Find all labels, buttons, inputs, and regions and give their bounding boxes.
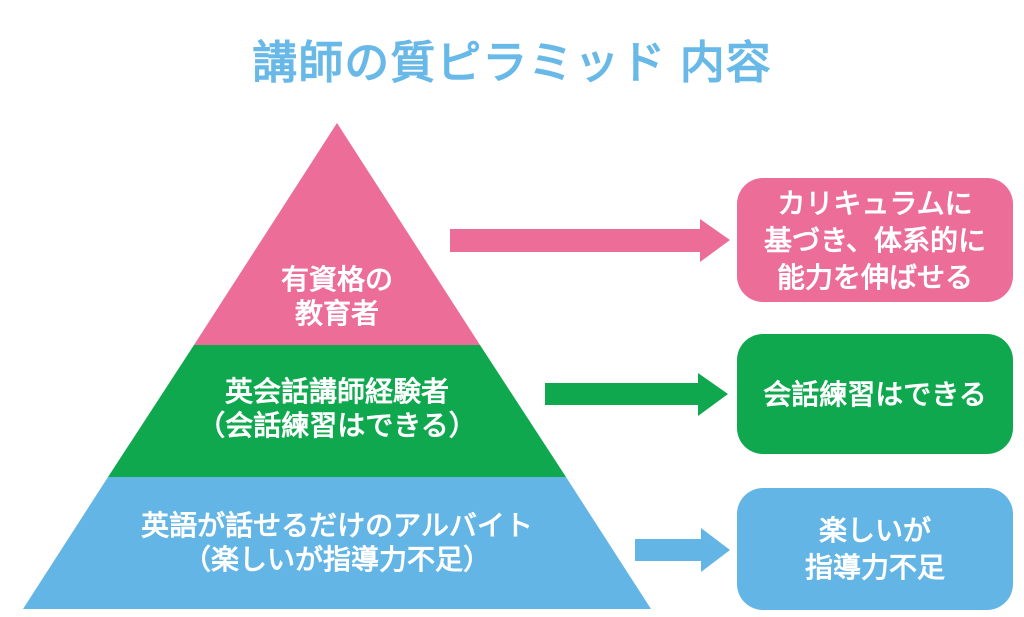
pyramid-label-middle: 英会話講師経験者 （会話練習はできる） bbox=[87, 375, 587, 443]
pyramid-label-bottom: 英語が話せるだけのアルバイト （楽しいが指導力不足） bbox=[37, 509, 637, 577]
pyramid-level-bottom-shape bbox=[23, 477, 651, 609]
pyramid-level-top-shape bbox=[194, 123, 480, 345]
pyramid-label-top-line-2: 教育者 bbox=[294, 298, 379, 329]
callout-box-top: カリキュラムに 基づき、体系的に 能力を伸ばせる bbox=[737, 178, 1013, 302]
pyramid-label-top: 有資格の 教育者 bbox=[137, 263, 537, 331]
callout-middle-line-1: 会話練習はできる bbox=[763, 378, 987, 410]
callout-box-bottom: 楽しいが 指導力不足 bbox=[737, 488, 1013, 610]
diagram-title: 講師の質ピラミッド 内容 bbox=[252, 37, 772, 88]
callout-box-middle: 会話練習はできる bbox=[737, 334, 1013, 454]
callout-top-line-3: 能力を伸ばせる bbox=[776, 261, 973, 293]
pyramid-label-bottom-line-2: （楽しいが指導力不足） bbox=[182, 544, 491, 575]
right-arrow-bottom-icon bbox=[635, 528, 730, 572]
callout-top-line-2: 基づき、体系的に bbox=[763, 224, 987, 256]
right-arrow-top-icon bbox=[450, 219, 730, 262]
pyramid-label-top-line-1: 有資格の bbox=[280, 264, 393, 295]
callout-bottom-line-2: 指導力不足 bbox=[804, 552, 945, 583]
callout-top-line-1: カリキュラムに bbox=[777, 187, 973, 219]
pyramid-label-middle-line-1: 英会話講師経験者 bbox=[224, 376, 449, 407]
callout-bottom-line-1: 楽しいが bbox=[818, 515, 931, 546]
pyramid-label-bottom-line-1: 英語が話せるだけのアルバイト bbox=[141, 510, 533, 541]
pyramid-level-middle-shape bbox=[108, 345, 566, 477]
pyramid-label-middle-line-2: （会話練習はできる） bbox=[197, 410, 477, 441]
right-arrow-middle-icon bbox=[545, 373, 728, 416]
